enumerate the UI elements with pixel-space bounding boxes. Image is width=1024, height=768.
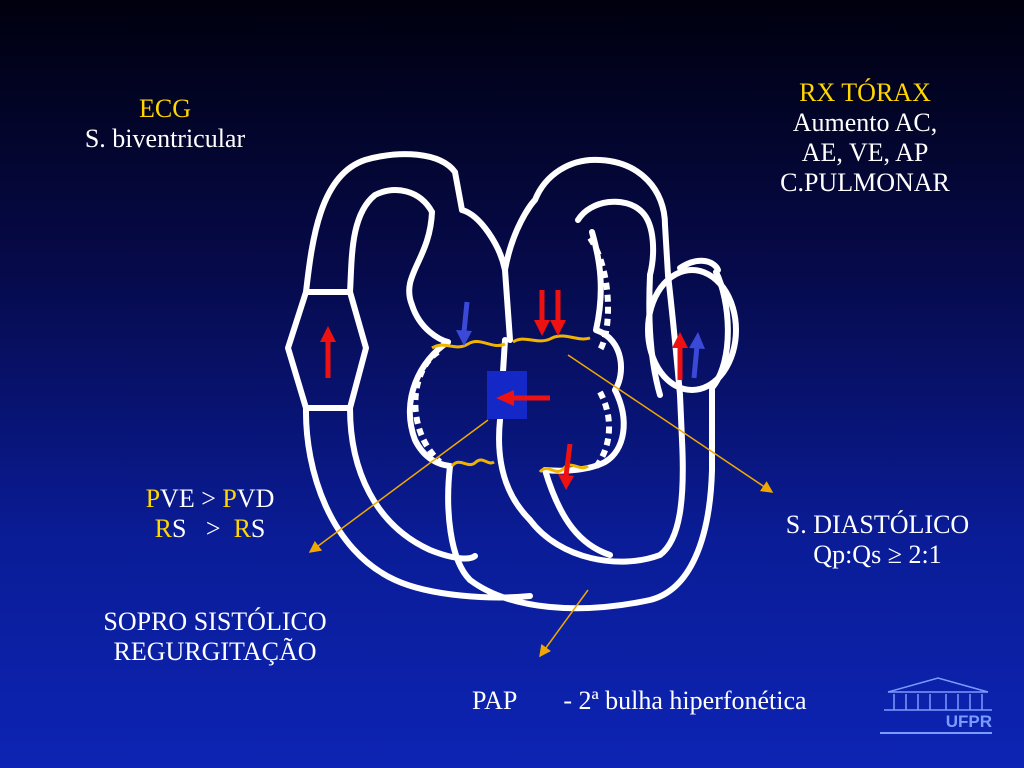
right-atrium-wall: [406, 209, 451, 345]
right-ventricle-lower: [445, 463, 473, 583]
aortic-valve: [538, 463, 589, 474]
blue-arrow-up-head: [689, 332, 705, 349]
tricuspid-valve: [431, 339, 506, 350]
rx-line-3: C.PULMONAR: [780, 168, 950, 197]
right-vessel-outer-lower: [665, 272, 683, 398]
arrow-down-2-head: [550, 320, 566, 336]
ufpr-building-logo: [884, 677, 992, 711]
pointer-to-diastolic: [567, 354, 774, 493]
pressure-comparison: PVE > PVD RS > RS: [105, 484, 315, 544]
pulmonary-vessel-divider: [709, 269, 731, 391]
dotted-left-atrium: [587, 236, 612, 352]
outer-left-vessel: [303, 151, 465, 295]
rx-torax-label: RX TÓRAX Aumento AC, AE, VE, AP C.PULMON…: [735, 78, 995, 198]
pap-label: PAP - 2ª bulha hiperfonética: [472, 686, 807, 716]
left-vessel-lower-inner: [347, 405, 478, 562]
resistance-line: RS > RS: [154, 514, 266, 543]
septum-lower: [496, 337, 533, 523]
ecg-label: ECG S. biventricular: [40, 94, 290, 154]
blue-arrow-down: [461, 301, 470, 333]
pap-right: - 2ª bulha hiperfonética: [563, 686, 807, 715]
blue-arrow-up: [691, 345, 700, 379]
right-vessel-outer: [677, 257, 721, 273]
systolic-murmur-label: SOPRO SISTÓLICO REGURGITAÇÃO: [45, 607, 385, 667]
dotted-left-ventricle: [592, 390, 613, 470]
inner-right-vessel: [575, 198, 657, 278]
pap-left: PAP: [472, 686, 518, 715]
arrow-down-1-head: [534, 320, 550, 336]
aorta-outer: [467, 387, 715, 612]
diastolic-murmur-label: S. DIASTÓLICO Qp:Qs ≥ 2:1: [745, 510, 1010, 570]
blue-arrow-down-head: [456, 330, 472, 346]
dotted-atrial-septum: [412, 349, 443, 465]
arrow-up-left-vessel-head: [320, 326, 336, 342]
murmur-line-1: SOPRO SISTÓLICO: [103, 607, 327, 636]
aorta-inner: [527, 392, 686, 565]
arrow-down-lv: [563, 443, 573, 477]
left-atrium-wall: [589, 229, 624, 393]
ecg-title: ECG: [139, 94, 191, 123]
left-vessel-lower: [302, 405, 533, 601]
pressure-line-1: PVE > PVD: [145, 484, 275, 513]
rx-title: RX TÓRAX: [799, 78, 931, 107]
arrow-down-lv-head: [558, 474, 574, 490]
inner-left-vessel: [347, 187, 435, 295]
left-ventricle-lower: [542, 467, 613, 558]
arrow-left-shunt-head: [496, 390, 514, 406]
septum-right-top: [502, 156, 671, 278]
pulmonary-vessel-ellipse: [645, 267, 739, 393]
pulmonary-valve: [450, 458, 495, 468]
diastolic-line-2: Qp:Qs ≥ 2:1: [813, 540, 942, 569]
septum-top: [459, 207, 513, 343]
rx-line-2: AE, VE, AP: [801, 138, 929, 167]
murmur-line-2: REGURGITAÇÃO: [113, 637, 317, 666]
ecg-finding: S. biventricular: [84, 124, 246, 153]
right-ventricle-wall: [406, 339, 453, 469]
mitral-valve: [512, 334, 591, 344]
pointer-to-pressure: [308, 419, 489, 553]
pointer-to-murmur: [539, 589, 589, 658]
arrow-up-aorta-head: [672, 332, 688, 348]
rx-line-1: Aumento AC,: [792, 108, 938, 137]
diastolic-line-1: S. DIASTÓLICO: [785, 510, 970, 539]
ufpr-logo-text: UFPR: [880, 712, 992, 734]
